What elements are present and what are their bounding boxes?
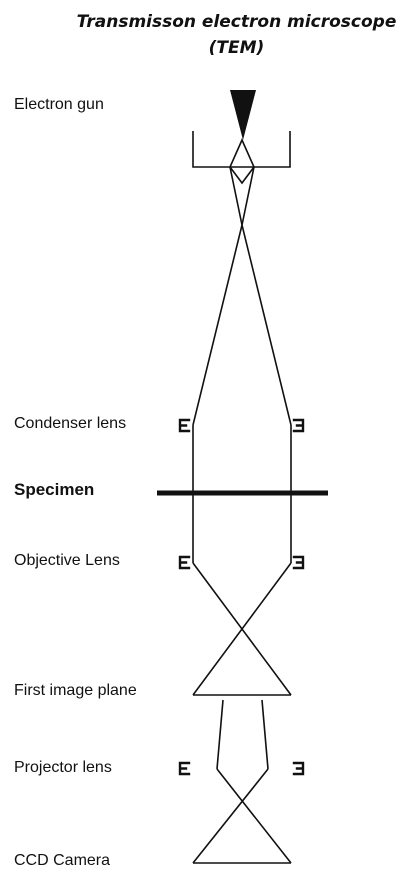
source-diamond	[229, 138, 255, 185]
label-objective-lens: Objective Lens	[14, 552, 120, 569]
beam-diverging	[192, 224, 292, 426]
title-line-2: (TEM)	[208, 38, 265, 58]
beam-to-projector	[216, 699, 269, 770]
label-specimen: Specimen	[14, 480, 95, 499]
gun-cup	[192, 131, 291, 168]
objective-lens-left-icon	[178, 555, 191, 570]
beam-gun	[229, 166, 255, 226]
condenser-lens-right-icon	[292, 418, 305, 433]
label-first-image-plane: First image plane	[14, 682, 137, 699]
projector-lens-left-icon	[178, 761, 191, 776]
label-ccd-camera: CCD Camera	[14, 852, 111, 869]
title-line-1: Transmisson electron microscope	[76, 12, 397, 32]
label-condenser-lens: Condenser lens	[14, 415, 127, 432]
label-projector-lens: Projector lens	[14, 759, 112, 776]
beam-projector-cross	[192, 768, 292, 864]
label-electron-gun: Electron gun	[14, 96, 104, 113]
projector-lens-right-icon	[292, 761, 305, 776]
gun-tip-icon	[230, 90, 256, 140]
beam-objective-cross	[192, 562, 292, 696]
condenser-lens-left-icon	[178, 418, 191, 433]
objective-lens-right-icon	[292, 555, 305, 570]
